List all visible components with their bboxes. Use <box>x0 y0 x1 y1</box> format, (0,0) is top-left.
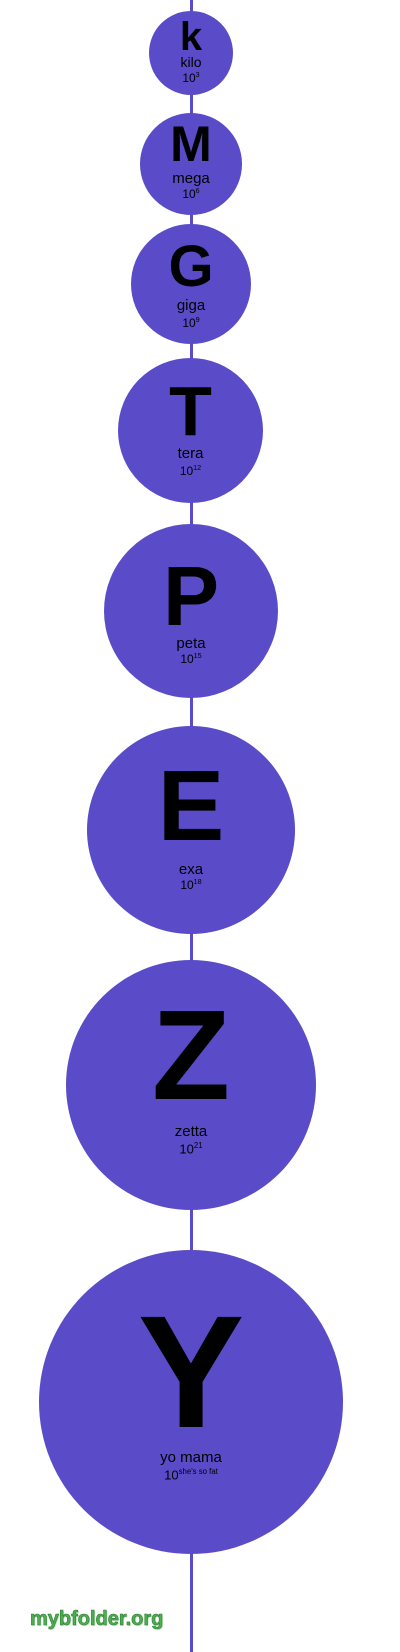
prefix-symbol: G <box>168 234 214 299</box>
prefix-power: 10she's so fat <box>39 1467 343 1483</box>
power-exponent: 15 <box>193 651 202 660</box>
prefix-circle-peta: P peta 1015 <box>104 524 278 698</box>
power-base: 10 <box>180 652 194 666</box>
prefix-name: kilo <box>180 54 202 70</box>
prefix-symbol: E <box>157 750 225 862</box>
power-base: 10 <box>180 878 194 892</box>
power-exponent: she's so fat <box>178 1467 218 1476</box>
power-exponent: 3 <box>195 70 200 79</box>
power-base: 10 <box>182 316 196 330</box>
prefix-power: 106 <box>140 187 242 200</box>
prefix-name: zetta <box>174 1123 208 1140</box>
power-exponent: 6 <box>195 186 200 195</box>
prefix-power: 103 <box>149 71 233 84</box>
prefix-circle-exa: E exa 1018 <box>87 726 295 934</box>
prefix-name: exa <box>178 861 204 878</box>
prefix-circle-mega: M mega 106 <box>140 113 242 215</box>
power-exponent: 12 <box>193 463 202 472</box>
prefix-name: tera <box>177 445 204 462</box>
prefix-symbol: T <box>169 372 212 450</box>
prefix-power: 1015 <box>104 652 278 665</box>
prefix-name: giga <box>176 297 206 314</box>
prefix-power: 109 <box>131 316 251 329</box>
power-base: 10 <box>182 71 196 85</box>
prefix-name: mega <box>172 170 210 187</box>
power-base: 10 <box>182 187 196 201</box>
prefix-symbol: Y <box>137 1282 245 1461</box>
prefix-circle-yotta: Y yo mama 10she's so fat <box>39 1250 343 1554</box>
prefix-symbol: Z <box>151 984 231 1127</box>
prefix-symbol: M <box>170 116 212 172</box>
prefix-circle-giga: G giga 109 <box>131 224 251 344</box>
power-base: 10 <box>179 1141 194 1157</box>
prefix-name: peta <box>176 635 206 652</box>
power-exponent: 18 <box>193 877 202 886</box>
prefix-circle-kilo: k kilo 103 <box>149 11 233 95</box>
prefix-circle-tera: T tera 1012 <box>118 358 263 503</box>
prefix-power: 1012 <box>118 464 263 477</box>
power-base: 10 <box>164 1467 179 1483</box>
prefix-symbol: P <box>162 549 220 643</box>
prefix-circle-zetta: Z zetta 1021 <box>66 960 316 1210</box>
prefix-power: 1018 <box>87 878 295 891</box>
power-base: 10 <box>179 464 194 478</box>
prefix-symbol: k <box>179 15 203 59</box>
power-exponent: 9 <box>195 315 200 324</box>
watermark: mybfolder.org <box>30 1608 164 1631</box>
power-exponent: 21 <box>193 1141 203 1150</box>
prefix-name: yo mama <box>160 1449 222 1466</box>
prefix-power: 1021 <box>66 1141 316 1157</box>
